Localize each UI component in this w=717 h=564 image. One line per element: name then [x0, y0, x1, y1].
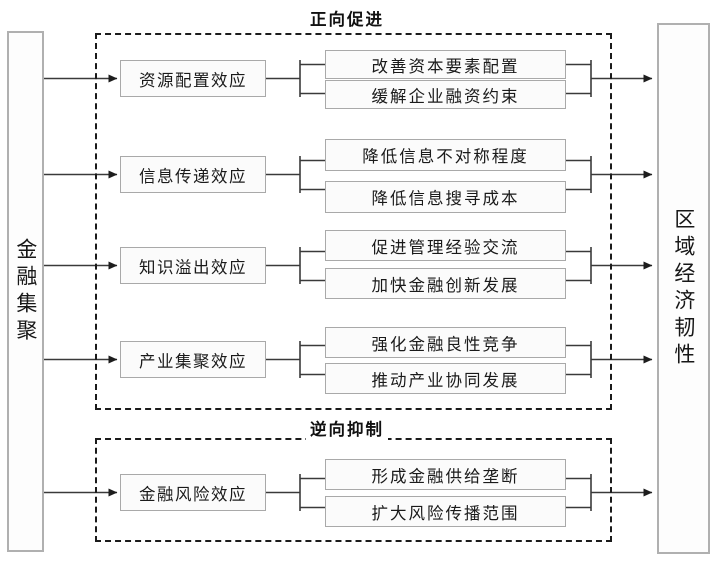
source-node[interactable]: 金融集聚	[7, 31, 44, 552]
source-label: 金融集聚	[13, 237, 38, 346]
mechanism-box[interactable]: 缓解企业融资约束	[325, 80, 566, 109]
channel-knowledge-spillover[interactable]: 知识溢出效应	[120, 247, 266, 284]
mechanism-label: 推动产业协同发展	[371, 370, 520, 390]
mechanism-box[interactable]: 推动产业协同发展	[325, 363, 566, 394]
channel-label: 金融风险效应	[139, 484, 247, 504]
outcome-node[interactable]: 区域经济韧性	[657, 23, 710, 554]
region-negative-title: 逆向抑制	[306, 416, 388, 440]
channel-label: 信息传递效应	[139, 166, 247, 186]
mechanism-box[interactable]: 扩大风险传播范围	[325, 496, 566, 527]
channel-label: 资源配置效应	[139, 70, 247, 90]
mechanism-label: 改善资本要素配置	[371, 56, 520, 76]
region-positive-title: 正向促进	[306, 6, 388, 30]
mechanism-label: 缓解企业融资约束	[371, 86, 520, 106]
mechanism-box[interactable]: 改善资本要素配置	[325, 50, 566, 79]
channel-label: 知识溢出效应	[139, 257, 247, 277]
mechanism-box[interactable]: 强化金融良性竞争	[325, 327, 566, 358]
mechanism-label: 促进管理经验交流	[371, 237, 520, 257]
mechanism-label: 强化金融良性竞争	[371, 334, 520, 354]
mechanism-box[interactable]: 加快金融创新发展	[325, 268, 566, 299]
mechanism-label: 形成金融供给垄断	[371, 466, 520, 486]
channel-label: 产业集聚效应	[139, 351, 247, 371]
mechanism-label: 加快金融创新发展	[371, 275, 520, 295]
region-positive	[95, 33, 612, 410]
mechanism-label: 降低信息不对称程度	[362, 147, 529, 166]
mechanism-label: 扩大风险传播范围	[371, 503, 520, 523]
channel-financial-risk[interactable]: 金融风险效应	[120, 474, 266, 511]
channel-information-transfer[interactable]: 信息传递效应	[120, 156, 266, 193]
mechanism-box[interactable]: 降低信息搜寻成本	[325, 181, 566, 213]
channel-resource-allocation[interactable]: 资源配置效应	[120, 60, 266, 97]
mechanism-box[interactable]: 降低信息不对称程度	[325, 139, 566, 171]
channel-industry-agglomeration[interactable]: 产业集聚效应	[120, 341, 266, 378]
mechanism-label: 降低信息搜寻成本	[371, 189, 520, 208]
mechanism-box[interactable]: 促进管理经验交流	[325, 230, 566, 261]
outcome-label: 区域经济韧性	[671, 207, 696, 370]
mechanism-box[interactable]: 形成金融供给垄断	[325, 459, 566, 490]
